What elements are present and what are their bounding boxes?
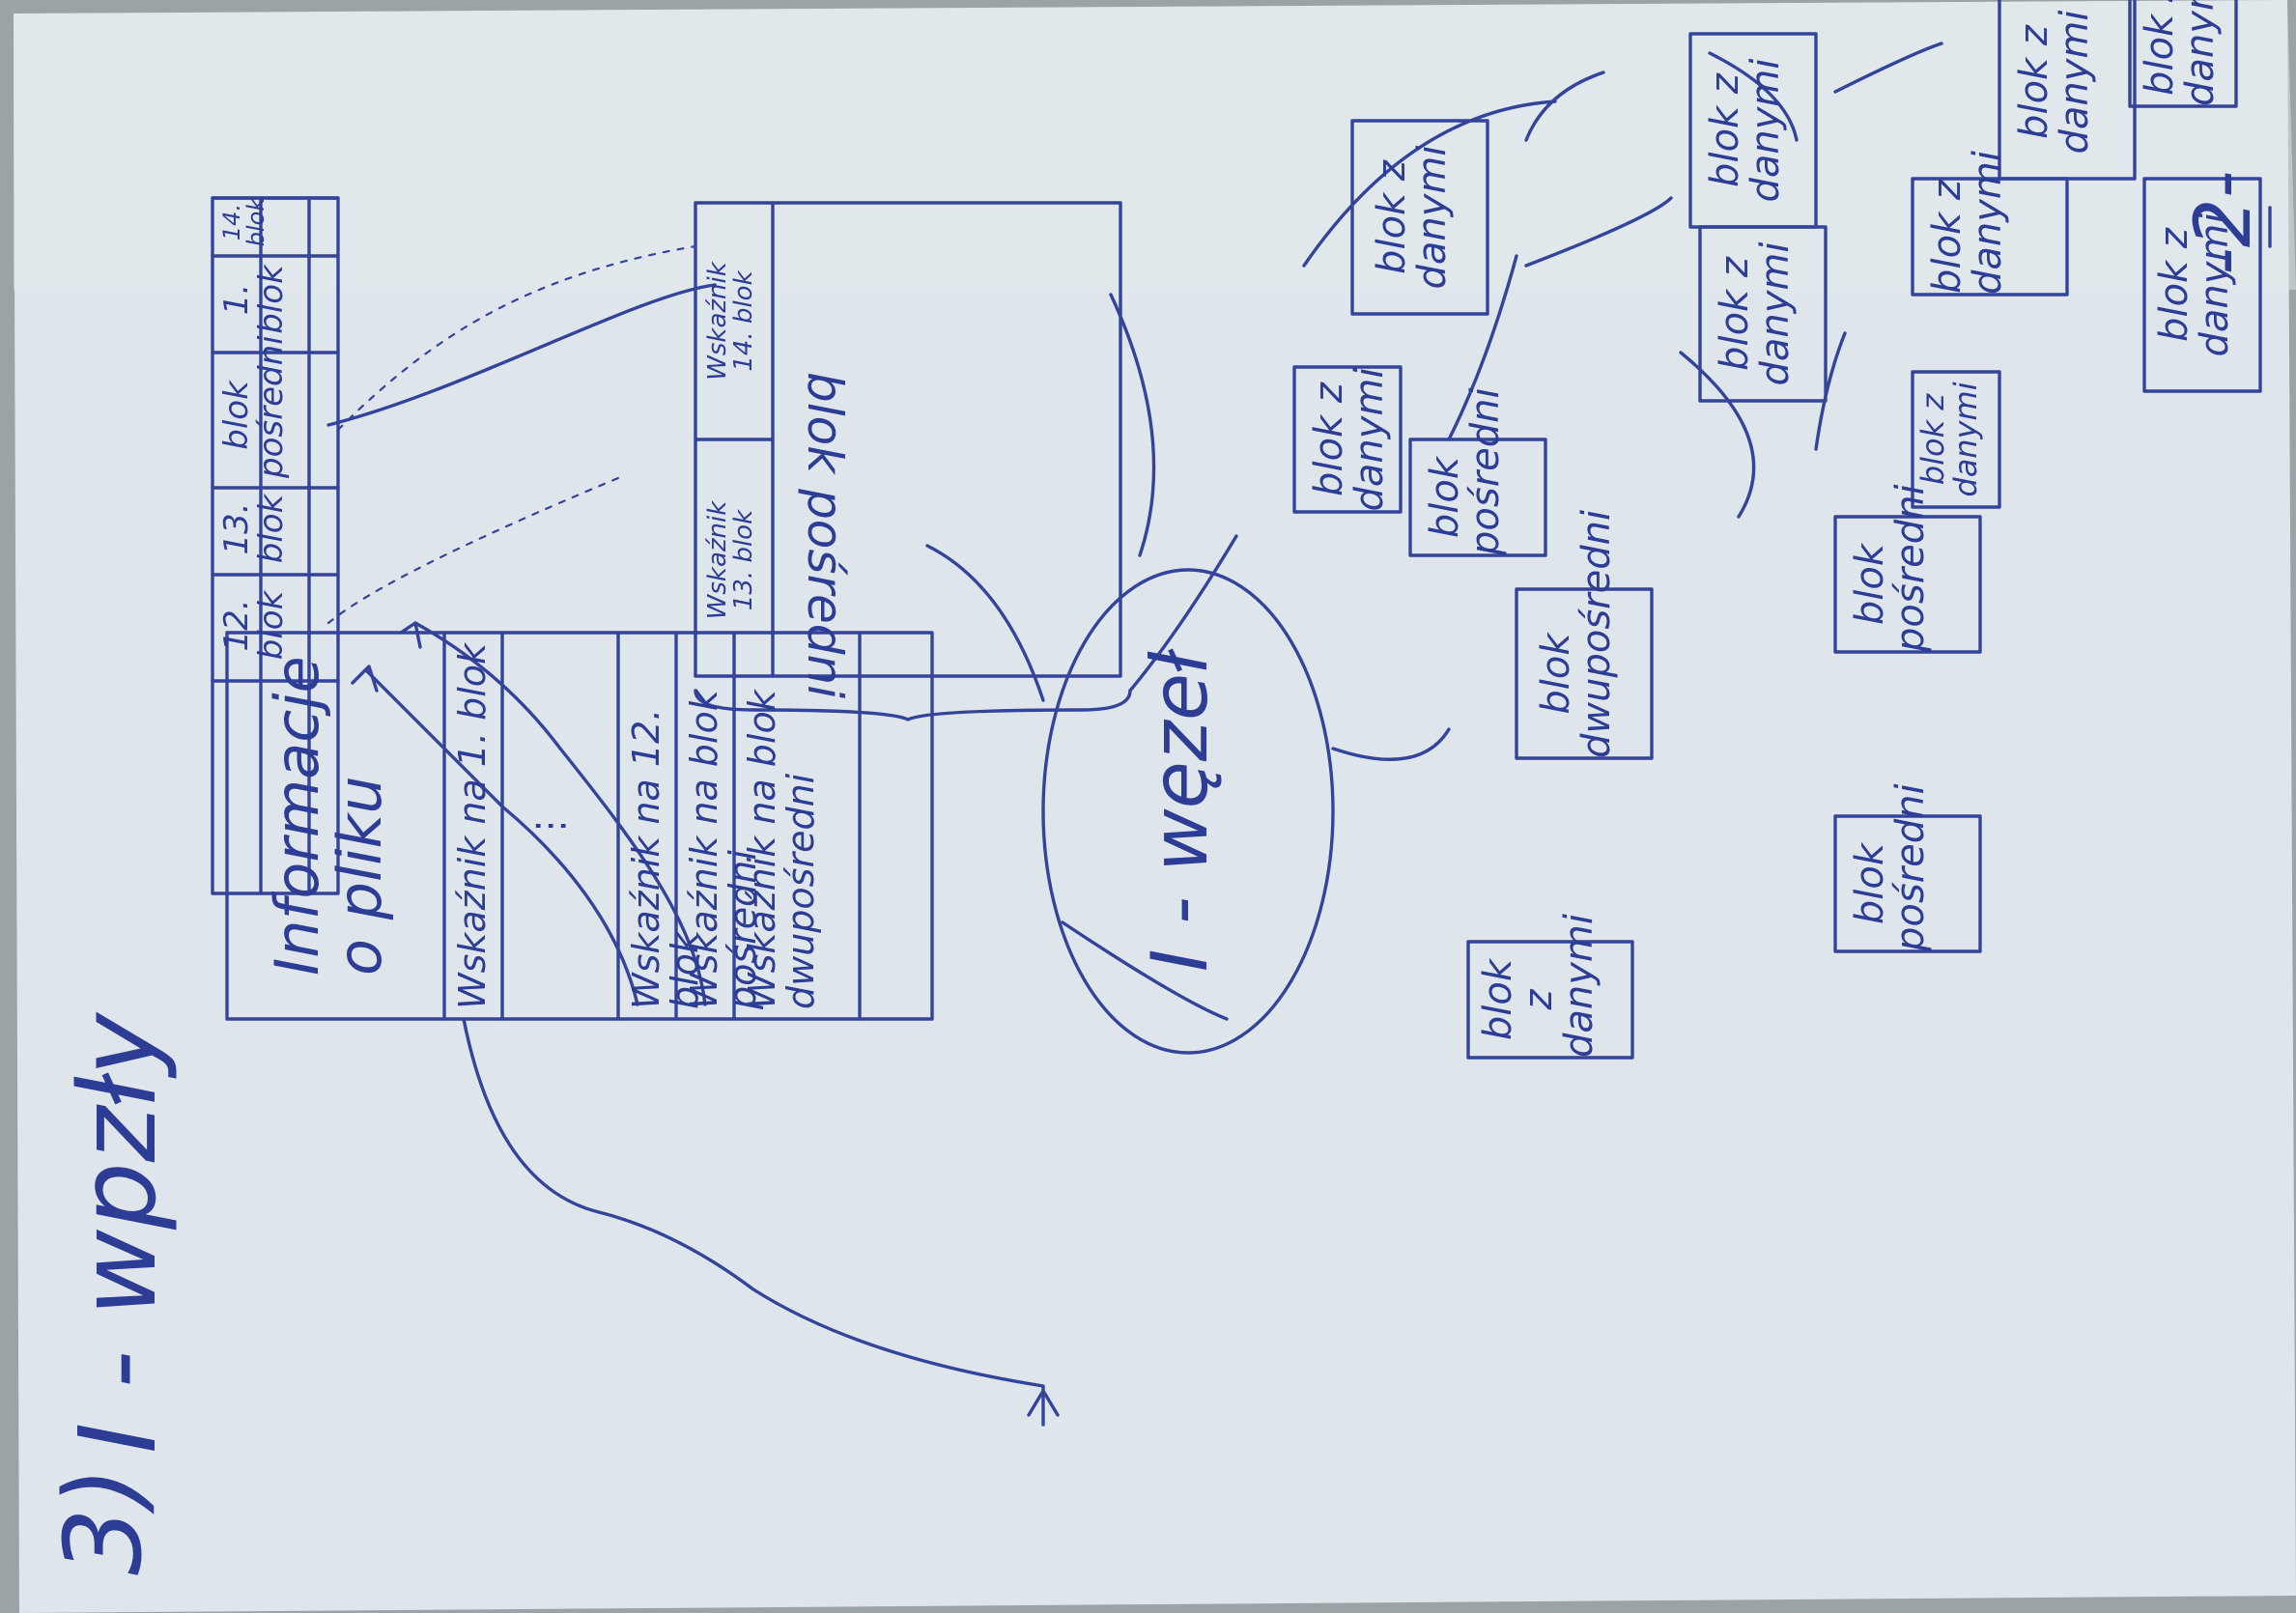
tree-box-data-right-6: blok z danymi (2138, 0, 2223, 106)
tree-box-data-left-2: blok z danymi (1476, 913, 1602, 1058)
tree-box-data-right-1: blok z danymi (1914, 382, 1984, 497)
inode-info-header: Informacje o pliku (262, 656, 396, 976)
tree-box-data-left-1: blok z danymi (1307, 367, 1392, 512)
tree-box-double-indirect: blok dwupośredni (1534, 509, 1619, 758)
indirect-block-caption: blok pośredni (797, 372, 853, 699)
strip-cell-block-12: 12. blok (217, 590, 291, 661)
inode-row-block-1: Wskaźnik na 1. blok (451, 642, 494, 1009)
strip-cell-block-1: 1. blok (217, 265, 291, 334)
indirect-entry-14: Wskaźnik 14. blok (703, 262, 759, 381)
tree-box-data-mid-2: blok z danymi (1713, 241, 1798, 386)
tree-lines (925, 42, 1943, 1055)
tree-box-indirect-1: blok pośredni (1848, 783, 1933, 951)
inode-row-ellipsis: ⋮ (528, 807, 571, 844)
strip-cell-indirect: blok pośredni (217, 335, 291, 478)
tree-box-single-indirect: blok pośredni (1423, 387, 1508, 555)
strip-cell-block-14: 14. blok (218, 197, 270, 247)
strip-cell-block-13: 13. blok (217, 494, 291, 564)
tree-box-data-mid-1: blok z danymi (1370, 145, 1455, 290)
tree-root-inode: I - węzeł (1135, 650, 1225, 973)
page-number: -2- (2178, 170, 2268, 275)
diagram-lines (211, 0, 2272, 1427)
tree-boxes (1292, 0, 2262, 1060)
tree-box-data-right-2: blok z danymi (1925, 150, 2010, 295)
section-number: 3) (42, 1466, 165, 1575)
indirect-entry-13: Wskaźnik 13. blok (703, 500, 759, 620)
tree-box-indirect-2: blok pośredni (1848, 484, 1933, 652)
tree-box-data-right-4: blok z danymi (2012, 10, 2097, 155)
section-title: I - wpzły (56, 1012, 180, 1454)
indirect-block-frame (694, 201, 1132, 722)
diagram-canvas: 3) I - wpzły Informacje o pliku Wskaźnik… (19, 0, 2272, 1599)
block-strip-frame (211, 196, 340, 895)
tree-box-data-right-3: blok z danymi (1703, 58, 1788, 203)
